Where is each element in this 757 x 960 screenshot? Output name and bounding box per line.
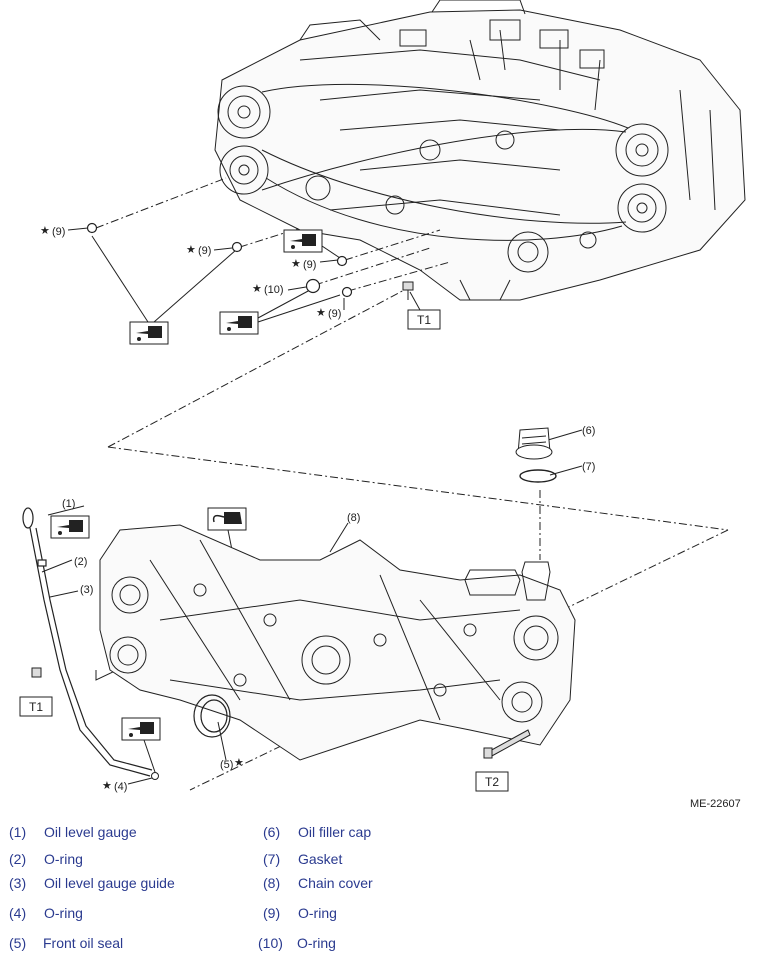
torque-tag-t1-left: T1 (29, 700, 43, 714)
legend-label: Gasket (298, 851, 343, 867)
engine-assembly (214, 0, 746, 301)
legend-label: Front oil seal (43, 935, 124, 951)
exploded-view-diagram: T1 T1 T2 ★ (9) ★ (9) ★ (9) ★ (10) ★ (9) … (19, 0, 746, 793)
callout-9: (9) (328, 308, 341, 320)
oil-filler-cap-part (515, 427, 553, 460)
o-rings-top (86, 222, 353, 298)
star-marker: ★ (252, 283, 262, 295)
legend-number: (3) (9, 875, 27, 891)
oil-can-icon (129, 321, 169, 345)
callout-5: (5) (220, 759, 233, 771)
legend-item: (10) O-ring (258, 935, 336, 951)
torque-tag-t1-top-box (407, 309, 441, 330)
oil-level-gauge-part (22, 507, 153, 777)
legend-item: (3) Oil level gauge guide (9, 875, 175, 891)
star-marker: ★ (40, 225, 50, 237)
legend-number: (7) (263, 851, 281, 867)
legend-number: (2) (9, 851, 27, 867)
callout-2: (2) (74, 556, 87, 568)
figure-id: ME-22607 (690, 798, 741, 810)
legend-label: Oil level gauge (44, 824, 137, 840)
legend-label: O-ring (44, 851, 83, 867)
callout-6: (6) (582, 425, 595, 437)
legend-item: (7) Gasket (263, 851, 342, 867)
legend-number: (10) (258, 935, 283, 951)
gasket-part (519, 469, 557, 483)
legend-label: Chain cover (298, 875, 373, 891)
torque-tag-t2-box (475, 771, 509, 792)
callout-8: (8) (347, 512, 360, 524)
leader-lines (41, 177, 729, 791)
legend-item: (5) Front oil seal (9, 935, 123, 951)
torque-tag-t2: T2 (485, 775, 499, 789)
torque-tag-t1-left-box (19, 696, 53, 717)
legend-item: (6) Oil filler cap (263, 824, 371, 840)
bolt-t1-left (31, 667, 42, 678)
legend-item: (2) O-ring (9, 851, 83, 867)
bolt-t2 (483, 729, 531, 759)
legend-item: (9) O-ring (263, 905, 337, 921)
star-marker: ★ (291, 258, 301, 270)
callout-7: (7) (582, 461, 595, 473)
callout-4: (4) (114, 781, 127, 793)
callout-3: (3) (80, 584, 93, 596)
legend-number: (1) (9, 824, 27, 840)
legend-label: O-ring (297, 935, 336, 951)
star-marker: ★ (186, 244, 196, 256)
legend-label: O-ring (44, 905, 83, 921)
legend-item: (8) Chain cover (263, 875, 373, 891)
oil-can-icon (50, 515, 90, 539)
oil-can-icon (121, 717, 161, 741)
oil-can-icon (219, 311, 259, 335)
callout-9: (9) (303, 259, 316, 271)
torque-tag-t1-top: T1 (417, 313, 431, 327)
legend-item: (4) O-ring (9, 905, 83, 921)
legend-label: O-ring (298, 905, 337, 921)
callout-10: (10) (264, 284, 284, 296)
star-marker: ★ (102, 780, 112, 792)
legend-number: (9) (263, 905, 281, 921)
callout-9: (9) (52, 226, 65, 238)
legend-number: (4) (9, 905, 27, 921)
liquid-gasket-icon (207, 507, 247, 531)
legend-number: (5) (9, 935, 27, 951)
front-oil-seal-part (193, 694, 231, 738)
star-marker: ★ (316, 307, 326, 319)
legend-label: Oil level gauge guide (44, 875, 175, 891)
legend-number: (8) (263, 875, 281, 891)
o-ring-4-part (151, 772, 159, 780)
callout-1: (1) (62, 498, 75, 510)
bolt-t1-top (402, 281, 414, 300)
legend-number: (6) (263, 824, 281, 840)
legend-label: Oil filler cap (298, 824, 372, 840)
callout-9: (9) (198, 245, 211, 257)
star-marker: ★ (234, 757, 244, 769)
oil-can-icon (283, 229, 323, 253)
legend-item: (1) Oil level gauge (9, 824, 137, 840)
chain-cover-part (99, 524, 576, 761)
parts-legend: (1) Oil level gauge (2) O-ring (3) Oil leve… (0, 820, 757, 960)
